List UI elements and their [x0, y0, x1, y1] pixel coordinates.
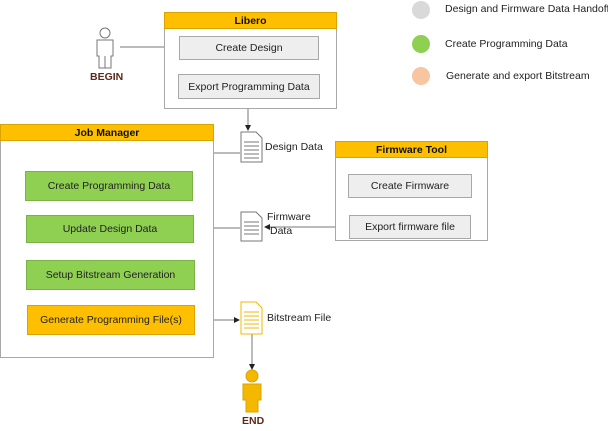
bitstream-file-label: Bitstream File [267, 312, 332, 324]
begin-label: BEGIN [90, 71, 124, 83]
libero-title: Libero [164, 12, 337, 29]
bitstream-file-doc-icon [240, 301, 263, 335]
end-person-icon [242, 369, 262, 413]
firmware-data-doc-icon [240, 211, 263, 242]
design-data-doc-icon [240, 131, 263, 163]
create-programming-data-step: Create Programming Data [25, 171, 193, 201]
legend-swatches [412, 1, 430, 85]
firmware-data-label-line1: Firmware [267, 211, 311, 223]
design-data-label: Design Data [265, 141, 323, 153]
begin-person-icon [96, 27, 114, 69]
legend-swatch [412, 35, 430, 53]
generate-programming-files-step: Generate Programming File(s) [27, 305, 195, 335]
end-label: END [242, 415, 265, 427]
legend-label-handoff: Design and Firmware Data Handoff [445, 3, 608, 15]
setup-bitstream-generation-step: Setup Bitstream Generation [26, 260, 195, 290]
create-firmware-step: Create Firmware [348, 174, 472, 198]
legend-label-create: Create Programming Data [445, 38, 568, 50]
legend-label-generate: Generate and export Bitstream [446, 70, 590, 82]
firmware-data-label-line2: Data [270, 225, 293, 237]
job-manager-title: Job Manager [0, 124, 214, 141]
create-design-step: Create Design [179, 36, 319, 60]
update-design-data-step: Update Design Data [26, 215, 194, 243]
legend-swatch [412, 1, 430, 19]
export-firmware-file-step: Export firmware file [349, 215, 471, 239]
firmware-tool-title: Firmware Tool [335, 141, 488, 158]
legend-swatch [412, 67, 430, 85]
export-programming-data-step: Export Programming Data [178, 74, 320, 99]
